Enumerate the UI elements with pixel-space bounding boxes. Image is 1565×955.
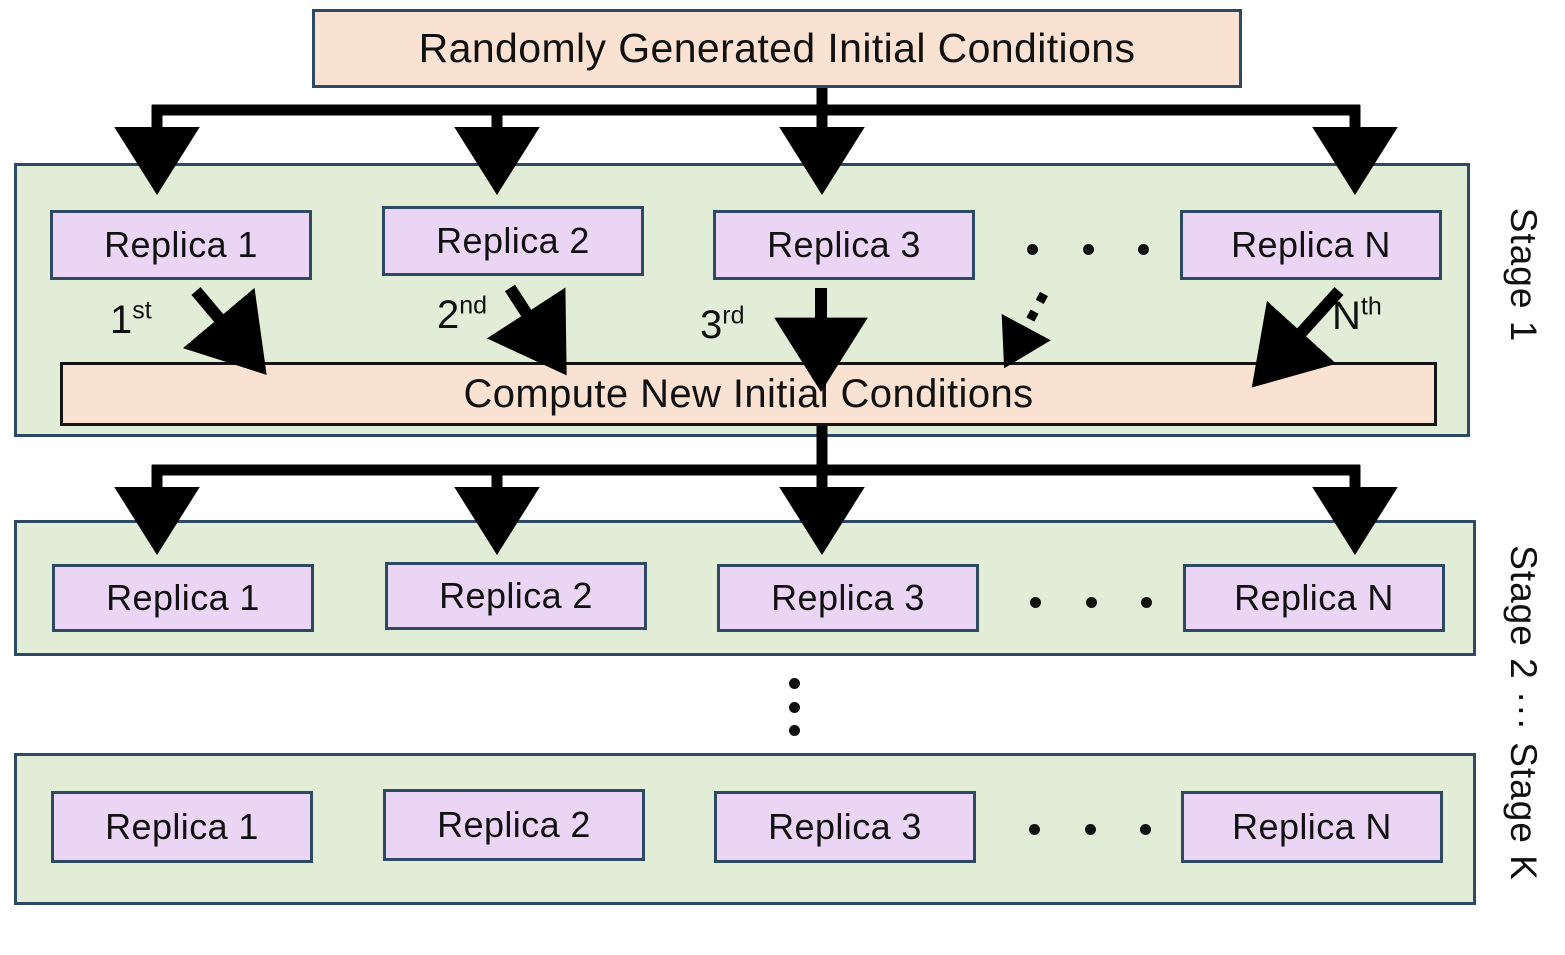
ordinal-1st-label: 1st: [110, 296, 152, 342]
ellipsis-dot: [1030, 596, 1041, 608]
randomly-generated-initial-conditions-box: Randomly Generated Initial Conditions: [312, 9, 1242, 88]
stage-k-replica-2-box: Replica 2: [383, 789, 645, 861]
randomly-generated-initial-conditions-label: Randomly Generated Initial Conditions: [418, 25, 1136, 71]
ordinal-suffix: st: [132, 296, 152, 325]
ellipsis-dot: [1138, 243, 1149, 255]
between-stages-vertical-ellipsis: [788, 678, 800, 736]
stage-k-replica-2-label: Replica 2: [437, 804, 591, 845]
stage-1-replica-1-label: Replica 1: [104, 224, 258, 265]
ellipsis-dot: [788, 678, 800, 689]
stage-2-replica-3-box: Replica 3: [717, 564, 979, 632]
stage-k-replica-3-box: Replica 3: [714, 791, 976, 863]
ellipsis-dot: [788, 701, 800, 713]
stage-2-replica-1-box: Replica 1: [52, 564, 314, 632]
ordinal-nth-label: Nth: [1332, 292, 1382, 338]
stage-1-side-label: Stage 1: [1503, 185, 1544, 365]
ellipsis-dot: [1140, 823, 1151, 835]
ordinal-number: 1: [110, 298, 133, 342]
ellipsis-dot: [1082, 243, 1094, 255]
ordinal-suffix: th: [1360, 292, 1382, 321]
ordinal-2nd-label: 2nd: [437, 291, 488, 337]
stage-2-replica-3-label: Replica 3: [771, 577, 925, 618]
ordinal-suffix: rd: [722, 301, 745, 330]
stage-k-replica-n-label: Replica N: [1232, 806, 1392, 847]
stage-k-replica-3-label: Replica 3: [768, 806, 922, 847]
ellipsis-dot: [1027, 243, 1038, 255]
ellipsis-dot: [1141, 596, 1152, 608]
stage-k-ellipsis-dots: [1029, 823, 1151, 835]
ordinal-suffix: nd: [459, 291, 488, 320]
stage-1-replica-2-label: Replica 2: [436, 220, 590, 261]
stage-k-replica-1-box: Replica 1: [51, 791, 313, 863]
compute-new-initial-conditions-label: Compute New Initial Conditions: [463, 371, 1034, 416]
stage-k-replica-n-box: Replica N: [1181, 791, 1443, 863]
stage-1-ellipsis-dots: [1027, 243, 1149, 255]
ellipsis-dot: [788, 725, 800, 736]
stage-k-replica-1-label: Replica 1: [105, 806, 259, 847]
stage-1-side-label-text: Stage 1: [1503, 207, 1544, 343]
ellipsis-dot: [1084, 823, 1096, 835]
compute-new-initial-conditions-box: Compute New Initial Conditions: [60, 362, 1437, 426]
ellipsis-dot: [1029, 823, 1040, 835]
ellipsis-dot: [1085, 596, 1097, 608]
stage-2-replica-2-label: Replica 2: [439, 575, 593, 616]
stage-2-replica-1-label: Replica 1: [106, 577, 260, 618]
stage-1-replica-1-box: Replica 1: [50, 210, 312, 280]
stage-2-ellipsis-dots: [1030, 596, 1152, 608]
stage-1-replica-n-box: Replica N: [1180, 210, 1442, 280]
stage-1-replica-n-label: Replica N: [1231, 224, 1391, 265]
stage-1-replica-2-box: Replica 2: [382, 206, 644, 276]
fanout-arrows-stage2: [114, 426, 1398, 555]
ordinal-number: 3: [700, 303, 723, 347]
stage-1-replica-3-label: Replica 3: [767, 224, 921, 265]
stage-2-to-k-side-label: Stage 2 ··· Stage K: [1503, 503, 1544, 923]
fanout-arrows-top: [114, 88, 1398, 195]
stage-1-replica-3-box: Replica 3: [713, 210, 975, 280]
stage-2-to-k-side-label-text: Stage 2 ··· Stage K: [1503, 545, 1544, 881]
stage-2-replica-n-label: Replica N: [1234, 577, 1394, 618]
stage-2-replica-2-box: Replica 2: [385, 562, 647, 630]
stage-2-replica-n-box: Replica N: [1183, 564, 1445, 632]
ordinal-number: 2: [437, 293, 460, 337]
ordinal-3rd-label: 3rd: [700, 301, 745, 347]
ordinal-number: N: [1332, 294, 1361, 338]
